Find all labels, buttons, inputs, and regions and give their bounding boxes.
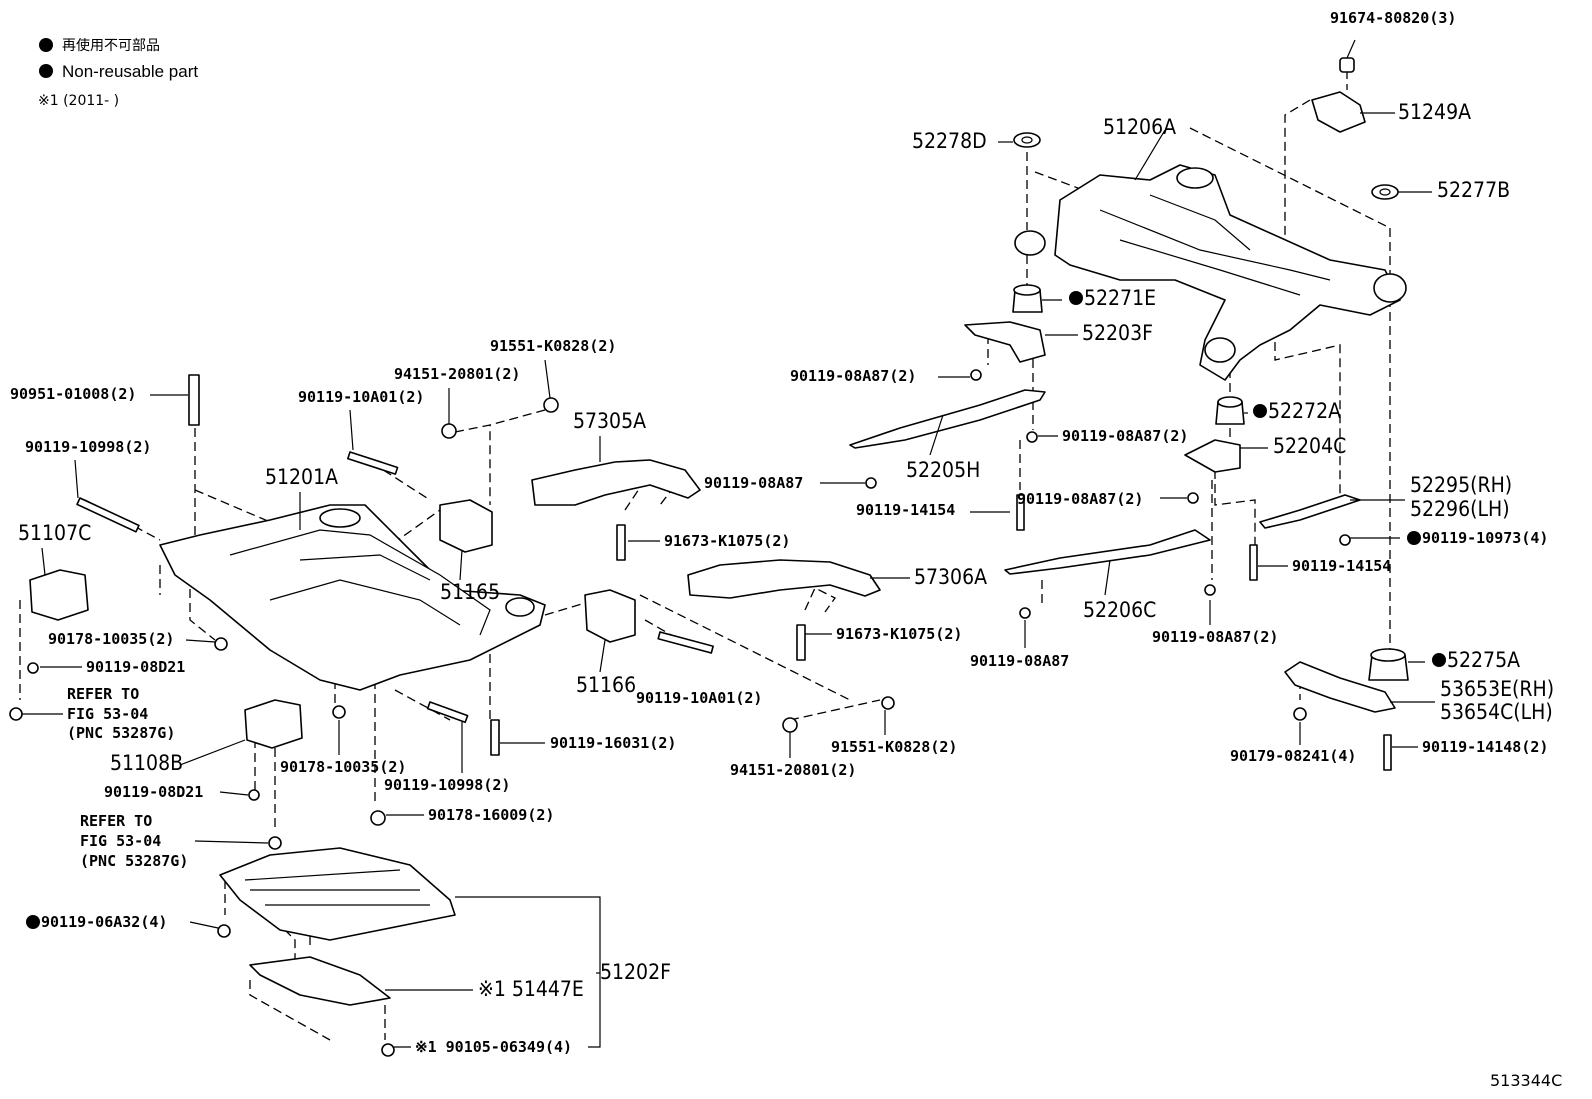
part-label: 90951-01008(2) bbox=[10, 385, 136, 403]
part-label: FIG 53-04 bbox=[80, 832, 161, 850]
legend-jp-text: 再使用不可部品 bbox=[62, 37, 160, 54]
rear-small-parts bbox=[849, 57, 1409, 771]
part-label: 90119-08A87(2) bbox=[1017, 490, 1143, 508]
part-label: 52296(LH) bbox=[1410, 497, 1510, 521]
part-label: 90119-14148(2) bbox=[1422, 738, 1548, 756]
part-label: REFER TO bbox=[80, 812, 152, 830]
part-label: 91551-K0828(2) bbox=[490, 337, 616, 355]
part-label: 90119-08A87 bbox=[970, 652, 1069, 670]
part-label: 52271E bbox=[1084, 286, 1156, 310]
leader-lines bbox=[22, 39, 1435, 1048]
part-label: 52277B bbox=[1437, 178, 1510, 202]
part-label: 52272A bbox=[1268, 399, 1341, 423]
part-label: 90179-08241(4) bbox=[1230, 747, 1356, 765]
part-label: 90119-08D21 bbox=[104, 783, 203, 801]
part-label: 94151-20801(2) bbox=[730, 761, 856, 779]
part-label: REFER TO bbox=[67, 685, 139, 703]
part-label: 90119-14154 bbox=[856, 501, 955, 519]
part-label: 57305A bbox=[573, 409, 646, 433]
part-label: 90119-10A01(2) bbox=[636, 689, 762, 707]
non-reusable-dot-icon bbox=[39, 38, 53, 52]
part-label: ※1 90105-06349(4) bbox=[415, 1038, 572, 1056]
part-label: 90119-08A87 bbox=[704, 474, 803, 492]
part-label: 94151-20801(2) bbox=[394, 365, 520, 383]
part-label: 52204C bbox=[1273, 434, 1346, 458]
legend-en-text: Non-reusable part bbox=[62, 62, 198, 81]
part-label: 90119-10A01(2) bbox=[298, 388, 424, 406]
part-label: 90178-10035(2) bbox=[48, 630, 174, 648]
figure-id: 513344C bbox=[1490, 1071, 1562, 1090]
non-reusable-dot-icon bbox=[39, 64, 53, 78]
part-label: 52275A bbox=[1447, 648, 1520, 672]
part-label: 90119-14154 bbox=[1292, 557, 1391, 575]
part-label: (PNC 53287G) bbox=[80, 852, 188, 870]
part-label: 91673-K1075(2) bbox=[664, 532, 790, 550]
part-label: 51201A bbox=[265, 465, 338, 489]
part-label: 52205H bbox=[906, 458, 980, 482]
part-label: 57306A bbox=[914, 565, 987, 589]
front-small-parts bbox=[9, 374, 895, 1057]
part-label: 51206A bbox=[1103, 115, 1176, 139]
non-reusable-dot-icon bbox=[1432, 653, 1446, 667]
part-label: 51165 bbox=[440, 580, 500, 604]
part-labels: 91674-80820(3) 51249A 52278D 51206A 52277B 52… bbox=[10, 9, 1554, 1056]
rear-suspension-member bbox=[1014, 164, 1407, 381]
part-label: 51107C bbox=[18, 521, 91, 545]
part-label: 52203F bbox=[1082, 321, 1153, 345]
non-reusable-dot-icon bbox=[1069, 291, 1083, 305]
part-label: 91674-80820(3) bbox=[1330, 9, 1456, 27]
part-label: 91673-K1075(2) bbox=[836, 625, 962, 643]
legend: 再使用不可部品 Non-reusable part ※1 (2011- ) bbox=[38, 37, 198, 109]
part-label: 90119-08A87(2) bbox=[790, 367, 916, 385]
part-label: 90119-08A87(2) bbox=[1062, 427, 1188, 445]
part-label: 90178-16009(2) bbox=[428, 806, 554, 824]
part-label: 90178-10035(2) bbox=[280, 758, 406, 776]
non-reusable-dot-icon bbox=[1253, 404, 1267, 418]
part-label: 51249A bbox=[1398, 100, 1471, 124]
non-reusable-dot-icon bbox=[26, 915, 40, 929]
part-label: 90119-10973(4) bbox=[1422, 529, 1548, 547]
part-label: 90119-10998(2) bbox=[384, 776, 510, 794]
part-label: 91551-K0828(2) bbox=[831, 738, 957, 756]
part-label: 52206C bbox=[1083, 598, 1156, 622]
part-label: 51108B bbox=[110, 751, 183, 775]
part-label: 90119-16031(2) bbox=[550, 734, 676, 752]
part-label: 51166 bbox=[576, 673, 636, 697]
part-label: ※1 51447E bbox=[478, 977, 584, 1001]
legend-note: ※1 (2011- ) bbox=[38, 93, 119, 109]
part-label: 52295(RH) bbox=[1410, 473, 1512, 497]
part-label: FIG 53-04 bbox=[67, 705, 148, 723]
part-label: 90119-08A87(2) bbox=[1152, 628, 1278, 646]
part-label: 90119-10998(2) bbox=[25, 438, 151, 456]
part-label: 53653E(RH) bbox=[1440, 677, 1554, 701]
part-label: 51202F bbox=[600, 960, 671, 984]
front-suspension-member bbox=[159, 504, 546, 691]
part-label: (PNC 53287G) bbox=[67, 724, 175, 742]
non-reusable-dot-icon bbox=[1407, 531, 1421, 545]
part-label: 52278D bbox=[912, 129, 987, 153]
part-label: 90119-08D21 bbox=[86, 658, 185, 676]
part-label: 53654C(LH) bbox=[1440, 700, 1553, 724]
part-label: 90119-06A32(4) bbox=[41, 913, 167, 931]
